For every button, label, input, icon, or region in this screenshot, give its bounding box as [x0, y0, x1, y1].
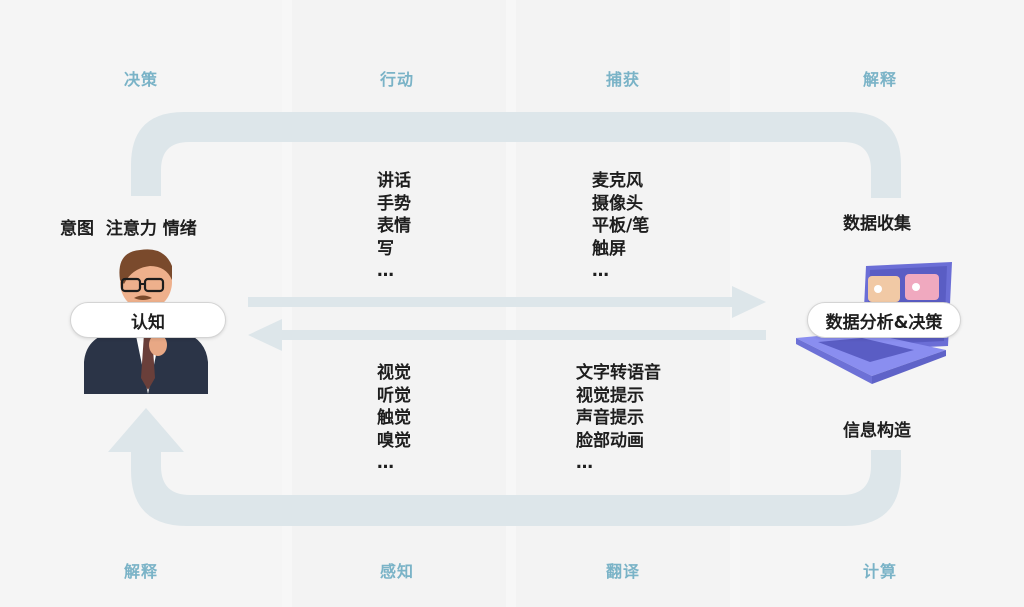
screen-dot	[912, 283, 920, 291]
person-hair	[119, 249, 172, 284]
capture-item: 触屏	[592, 238, 626, 259]
column-label-bottom-2: 感知	[380, 562, 415, 581]
translation-item: 视觉提示	[576, 385, 644, 406]
analysis-decision-node: 数据分析&决策	[807, 302, 961, 338]
translation-item: 声音提示	[576, 408, 644, 428]
person-mustache	[134, 295, 152, 300]
capture-item: 麦克风	[592, 171, 643, 191]
perception-item: 嗅觉	[377, 430, 411, 451]
perception-item: 视觉	[377, 363, 411, 383]
action-item: 讲话	[377, 171, 411, 191]
column-label-top-1: 决策	[124, 70, 159, 89]
column-label-top-4: 解释	[863, 70, 898, 89]
action-list: 讲话 手势 表情 写 …	[377, 170, 411, 283]
action-item: 手势	[377, 193, 411, 214]
perception-item: …	[377, 453, 394, 473]
capture-item: 平板/笔	[592, 216, 650, 236]
column-label-top-3: 捕获	[606, 70, 641, 89]
screen-dot	[874, 285, 882, 293]
translation-item: 文字转语音	[576, 363, 661, 383]
arrow-right-shaft	[248, 297, 736, 307]
arrow-left-head	[248, 319, 282, 351]
human-traits: 意图 注意力 情绪	[60, 219, 197, 239]
bottom-loop-band	[131, 440, 901, 526]
laptop-base-edge	[872, 350, 946, 384]
data-collection-label: 数据收集	[843, 214, 911, 234]
perception-item: 触觉	[377, 408, 411, 428]
information-construction-label: 信息构造	[843, 421, 911, 441]
action-item: 写	[377, 238, 394, 259]
arrow-right-head	[732, 286, 766, 318]
cognition-node: 认知	[70, 302, 226, 338]
column-label-bottom-3: 翻译	[606, 562, 641, 581]
arrow-left-shaft	[282, 330, 766, 340]
laptop-base-edge	[796, 338, 872, 384]
capture-item: …	[592, 261, 609, 281]
perception-list: 视觉 听觉 触觉 嗅觉 …	[377, 362, 411, 475]
person-hand	[149, 334, 167, 356]
laptop-keyboard	[818, 338, 914, 362]
capture-list: 麦克风 摄像头 平板/笔 触屏 …	[592, 170, 649, 283]
column-label-bottom-4: 计算	[863, 562, 898, 581]
action-item: …	[377, 261, 394, 281]
perception-item: 听觉	[377, 385, 411, 406]
action-item: 表情	[377, 216, 411, 236]
translation-item: …	[576, 453, 593, 473]
screen-panel-left	[868, 276, 900, 302]
screen-panel-right	[905, 274, 939, 300]
capture-item: 摄像头	[592, 193, 643, 214]
loop-arrow-up	[108, 408, 184, 452]
translation-item: 脸部动画	[576, 430, 644, 451]
translation-list: 文字转语音 视觉提示 声音提示 脸部动画 …	[576, 362, 661, 475]
column-label-bottom-1: 解释	[124, 562, 159, 581]
top-loop-band	[131, 112, 901, 198]
column-label-top-2: 行动	[380, 70, 415, 89]
